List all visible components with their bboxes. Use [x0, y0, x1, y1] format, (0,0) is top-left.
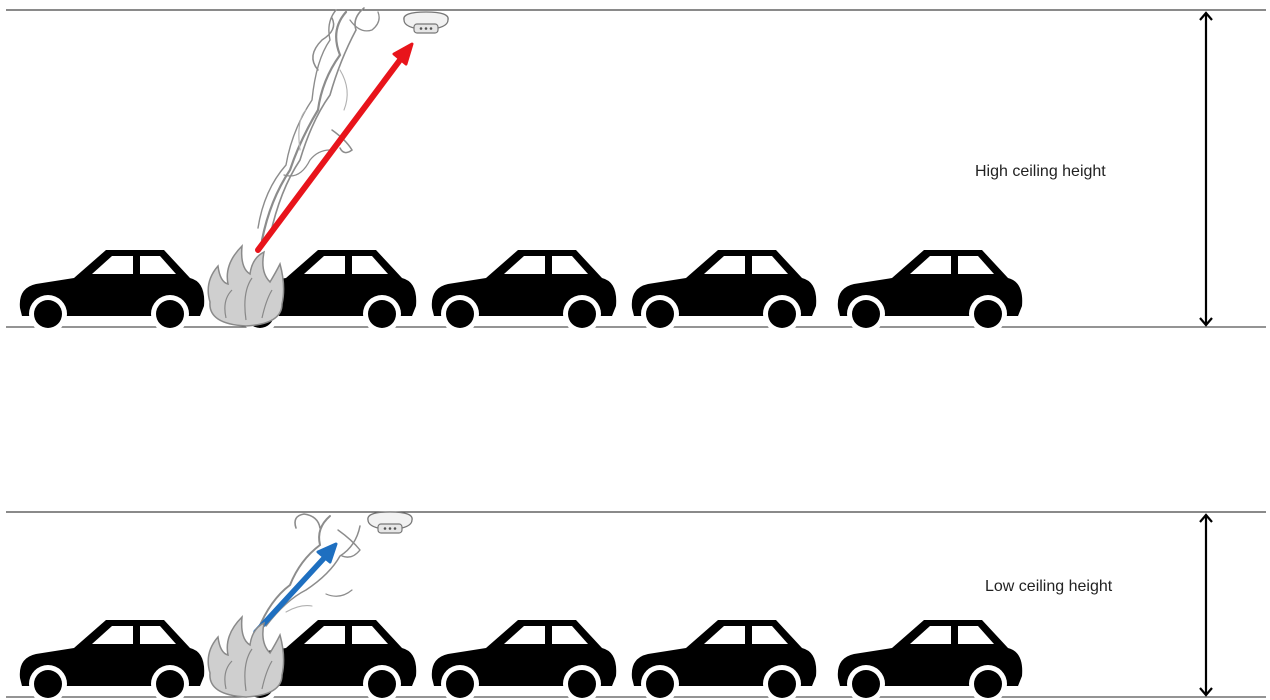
fire-icon — [208, 246, 283, 326]
high-ceiling-panel: High ceiling height — [6, 8, 1266, 333]
car-icon — [432, 620, 616, 700]
car-icon — [20, 620, 204, 700]
car-icon — [838, 250, 1022, 333]
smoke-rise-arrow-high — [258, 44, 412, 250]
high-ceiling-label: High ceiling height — [975, 163, 1106, 180]
car-icon — [20, 250, 204, 333]
smoke-rise-arrow-low — [256, 544, 336, 632]
smoke-detector-icon — [368, 512, 412, 533]
smoke-plume-icon — [258, 8, 379, 240]
smoke-detector-icon — [404, 12, 448, 33]
low-ceiling-label: Low ceiling height — [985, 578, 1113, 595]
car-icon — [432, 250, 616, 333]
car-icon — [632, 250, 816, 333]
fire-icon — [208, 617, 283, 697]
car-icon — [632, 620, 816, 700]
car-icon — [838, 620, 1022, 700]
low-ceiling-panel: Low ceiling height — [6, 512, 1266, 700]
